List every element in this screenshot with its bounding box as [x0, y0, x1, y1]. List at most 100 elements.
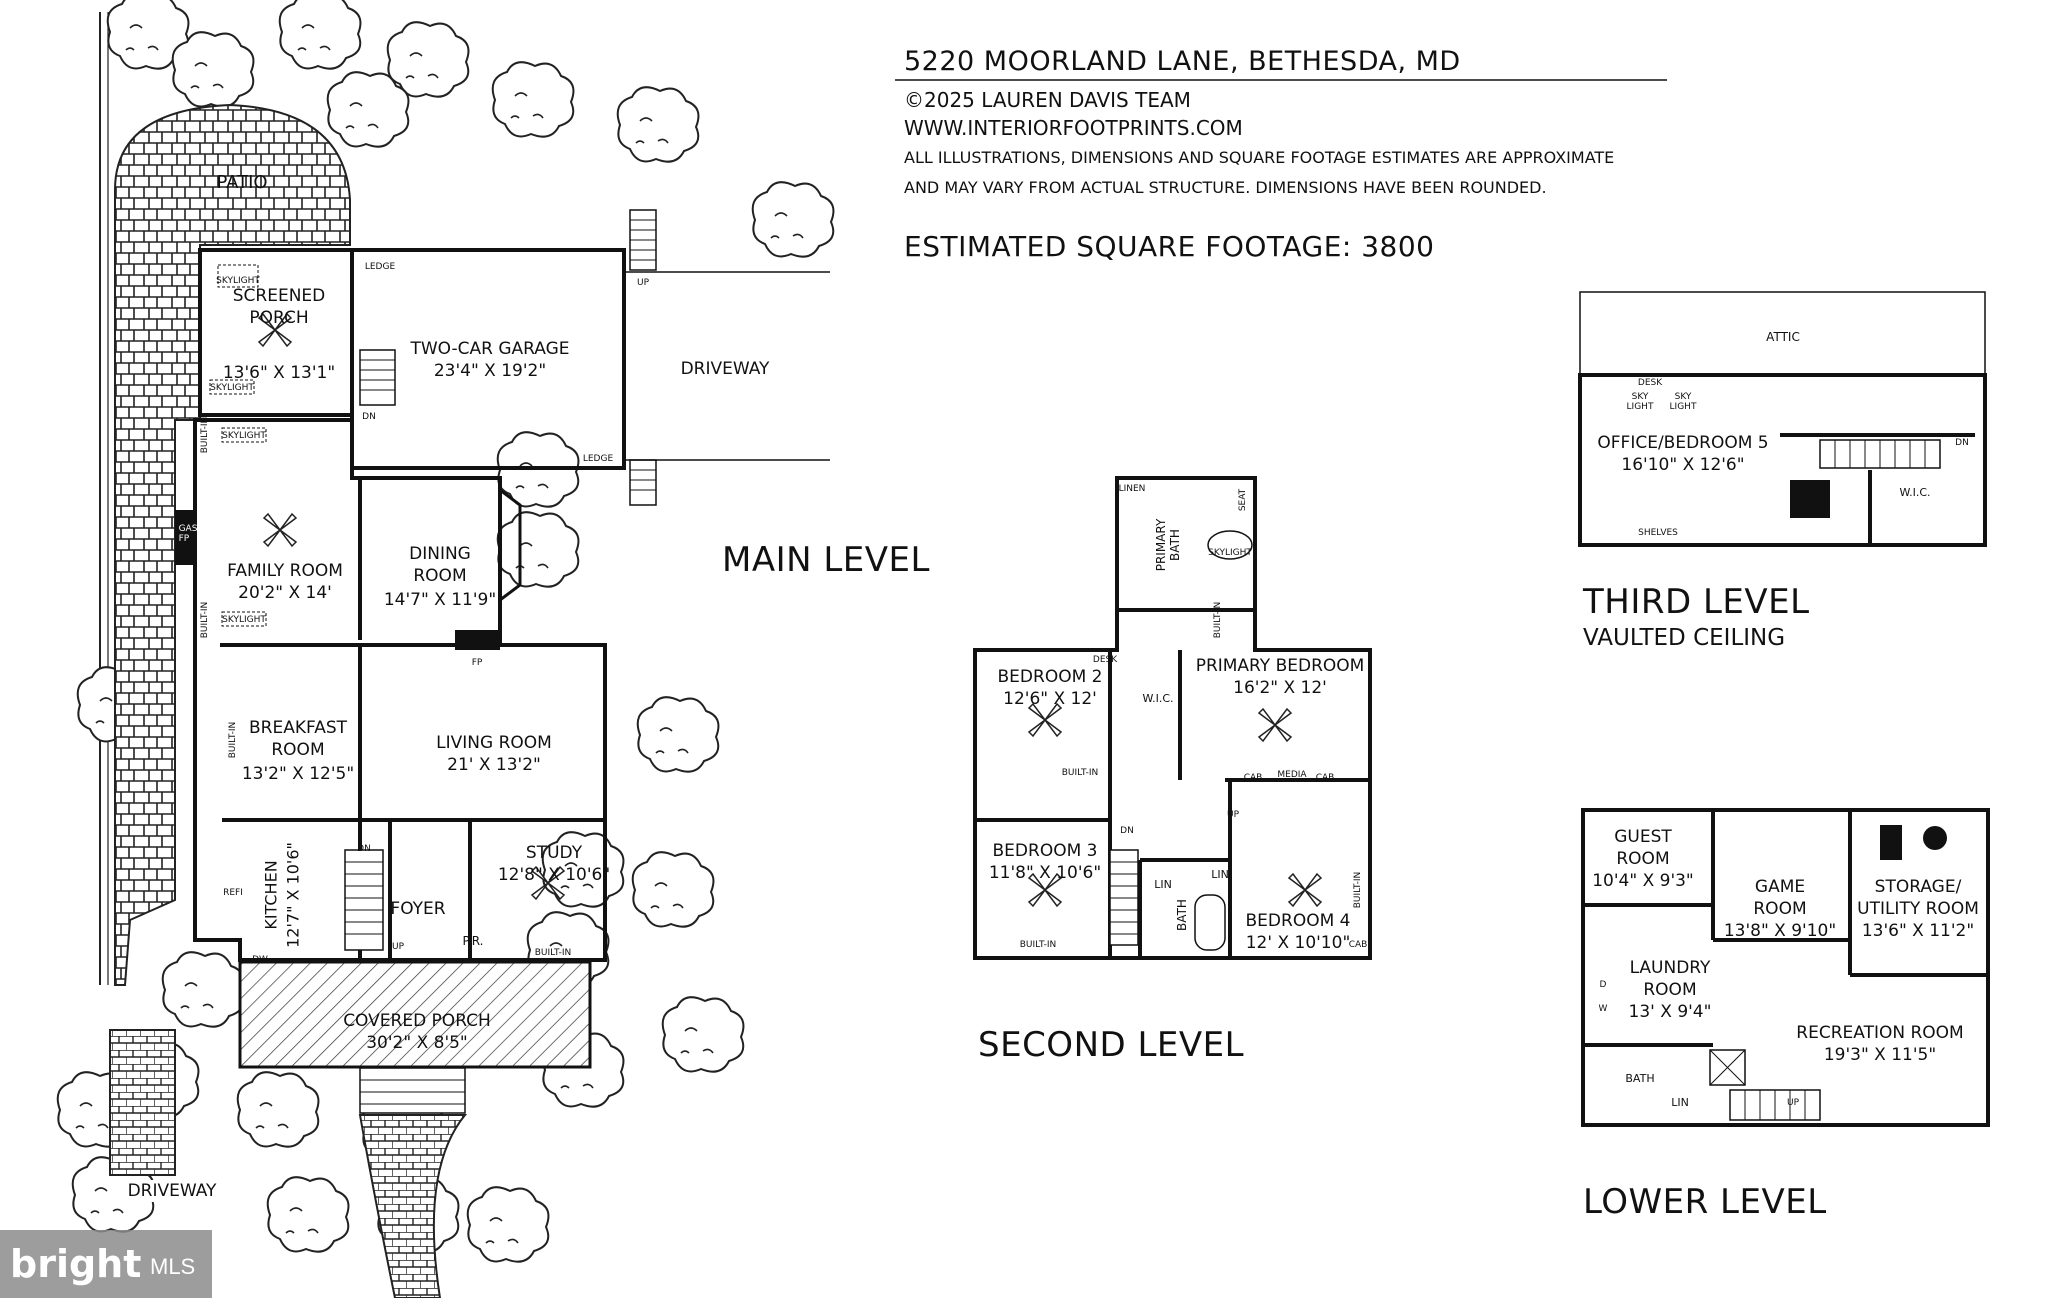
square-footage: ESTIMATED SQUARE FOOTAGE: 3800 [904, 230, 1435, 263]
desk-label-third: DESK [1637, 378, 1663, 388]
built-in-label-2: BUILT-IN [200, 601, 210, 639]
breakfast-room-name: BREAKFAST ROOM [248, 718, 348, 760]
family-room-dims: 20'2" X 14' [238, 583, 332, 603]
lower-level-title: LOWER LEVEL [1583, 1182, 1827, 1222]
lin-label-second-2: LIN [1211, 868, 1229, 881]
ledge-label-bottom: LEDGE [582, 454, 614, 464]
study-name: STUDY [525, 843, 583, 863]
fireplace-label: FP [471, 658, 483, 668]
address-title: 5220 MOORLAND LANE, BETHESDA, MD [904, 46, 1461, 77]
laundry-room-dims: 13' X 9'4" [1628, 1002, 1712, 1022]
skylight-label-porch: SKYLIGHT [216, 276, 260, 286]
patio-label: PATIO [216, 172, 268, 193]
primary-bath-label: PRIMARY BATH [1154, 518, 1182, 572]
built-in-label-second-1: BUILT-IN [1213, 601, 1223, 639]
bath-label-lower: BATH [1625, 1072, 1655, 1085]
lower-driveway-label: DRIVEWAY [125, 1180, 219, 1202]
desk-label-second: DESK [1092, 655, 1118, 665]
skylight-label-third-1: SKY LIGHT [1626, 392, 1654, 412]
gas-fireplace-label: GAS FP [178, 524, 198, 544]
office-dims: 16'10" X 12'6" [1621, 455, 1745, 475]
recreation-room-name: RECREATION ROOM [1796, 1023, 1964, 1043]
bedroom2-name: BEDROOM 2 [997, 667, 1103, 687]
bedroom2-dims: 12'6" X 12' [1003, 689, 1097, 709]
primary-bedroom-dims: 16'2" X 12' [1233, 678, 1327, 698]
screened-porch-name: SCREENED PORCH [232, 286, 326, 328]
built-in-label-4: BUILT-IN [534, 948, 572, 958]
dn-label-second: DN [1120, 826, 1134, 836]
living-room-name: LIVING ROOM [436, 733, 552, 753]
covered-porch-name: COVERED PORCH [343, 1011, 491, 1031]
third-level-subtitle: VAULTED CEILING [1583, 625, 1786, 651]
up-label-garage: UP [636, 278, 650, 288]
recreation-room-dims: 19'3" X 11'5" [1823, 1045, 1937, 1065]
refrigerator-label: REFI [223, 888, 243, 898]
skylight-label-third-2: SKY LIGHT [1669, 392, 1697, 412]
skylight-label-family-1: SKYLIGHT [222, 431, 266, 441]
storage-room-dims: 13'6" X 11'2" [1861, 921, 1975, 941]
office-name: OFFICE/BEDROOM 5 [1597, 433, 1769, 453]
bedroom4-name: BEDROOM 4 [1245, 911, 1351, 931]
garage-name: TWO-CAR GARAGE [410, 339, 570, 359]
driveway-label: DRIVEWAY [680, 359, 770, 379]
washer-label: W [1598, 1004, 1608, 1014]
main-level-title: MAIN LEVEL [722, 540, 930, 580]
dn-label-garage: DN [362, 412, 376, 422]
kitchen-name: KITCHEN [261, 860, 281, 930]
cab-label-1: CAB [1243, 773, 1263, 783]
built-in-label-second-2: BUILT-IN [1061, 768, 1099, 778]
foyer-label: FOYER [390, 899, 446, 919]
third-level-title: THIRD LEVEL [1583, 582, 1810, 622]
cab-label-3: CAB [1348, 940, 1368, 950]
built-in-label-second-3: BUILT-IN [1353, 871, 1363, 909]
game-room-name: GAME ROOM [1753, 877, 1807, 919]
bedroom4-dims: 12' X 10'10" [1245, 933, 1351, 953]
dining-room-name: DINING ROOM [409, 544, 471, 586]
lin-label-second-1: LIN [1154, 878, 1172, 891]
cab-label-2: CAB [1315, 773, 1335, 783]
breakfast-room-dims: 13'2" X 12'5" [241, 764, 355, 784]
laundry-room-name: LAUNDRY ROOM [1629, 958, 1711, 1000]
garage-dims: 23'4" X 19'2" [433, 361, 547, 381]
shelves-label: SHELVES [1638, 528, 1678, 538]
seat-label: SEAT [1238, 488, 1248, 512]
wic-label-second: W.I.C. [1142, 692, 1174, 705]
storage-room-name: STORAGE/ UTILITY ROOM [1857, 877, 1979, 919]
family-room-name: FAMILY ROOM [227, 561, 343, 581]
guest-room-dims: 10'4" X 9'3" [1592, 871, 1694, 891]
kitchen-dims: 12'7" X 10'6" [283, 842, 303, 948]
disclaimer-line-2: AND MAY VARY FROM ACTUAL STRUCTURE. DIME… [904, 178, 1547, 197]
watermark-mls: MLS [150, 1254, 196, 1279]
study-dims: 12'8" X 10'6" [497, 865, 611, 885]
copyright-line: ©2025 LAUREN DAVIS TEAM [904, 88, 1191, 112]
media-label: MEDIA [1277, 770, 1307, 780]
dn-label-third: DN [1955, 438, 1969, 448]
powder-room-label: P.R. [462, 934, 484, 948]
dishwasher-label: DW [252, 955, 268, 965]
game-room-dims: 13'8" X 9'10" [1723, 921, 1837, 941]
built-in-label-3: BUILT-IN [228, 721, 238, 759]
guest-room-name: GUEST ROOM [1614, 827, 1672, 869]
lin-label-lower: LIN [1671, 1096, 1689, 1109]
living-room-dims: 21' X 13'2" [447, 755, 541, 775]
dining-room-dims: 14'7" X 11'9" [383, 590, 497, 610]
watermark-brand: bright [10, 1242, 142, 1286]
up-label-foyer: UP [391, 942, 405, 952]
up-label-second: UP [1226, 810, 1240, 820]
attic-label: ATTIC [1766, 330, 1800, 344]
linen-label: LINEN [1118, 484, 1146, 494]
ledge-label-top: LEDGE [364, 262, 396, 272]
skylight-label-porch-2: SKYLIGHT [210, 383, 254, 393]
skylight-label-family-2: SKYLIGHT [222, 615, 266, 625]
built-in-label-1: BUILT-IN [200, 416, 210, 454]
website-line: WWW.INTERIORFOOTPRINTS.COM [904, 116, 1243, 140]
dn-label-foyer: DN [357, 844, 371, 854]
screened-porch-dims: 13'6" X 13'1" [222, 363, 336, 383]
skylight-label-second: SKYLIGHT [1208, 548, 1252, 558]
bright-mls-watermark: bright MLS [0, 1230, 212, 1298]
disclaimer-line-1: ALL ILLUSTRATIONS, DIMENSIONS AND SQUARE… [904, 148, 1615, 167]
primary-bedroom-name: PRIMARY BEDROOM [1195, 656, 1365, 676]
up-label-lower: UP [1786, 1098, 1800, 1108]
bath-label-second: BATH [1175, 899, 1189, 931]
